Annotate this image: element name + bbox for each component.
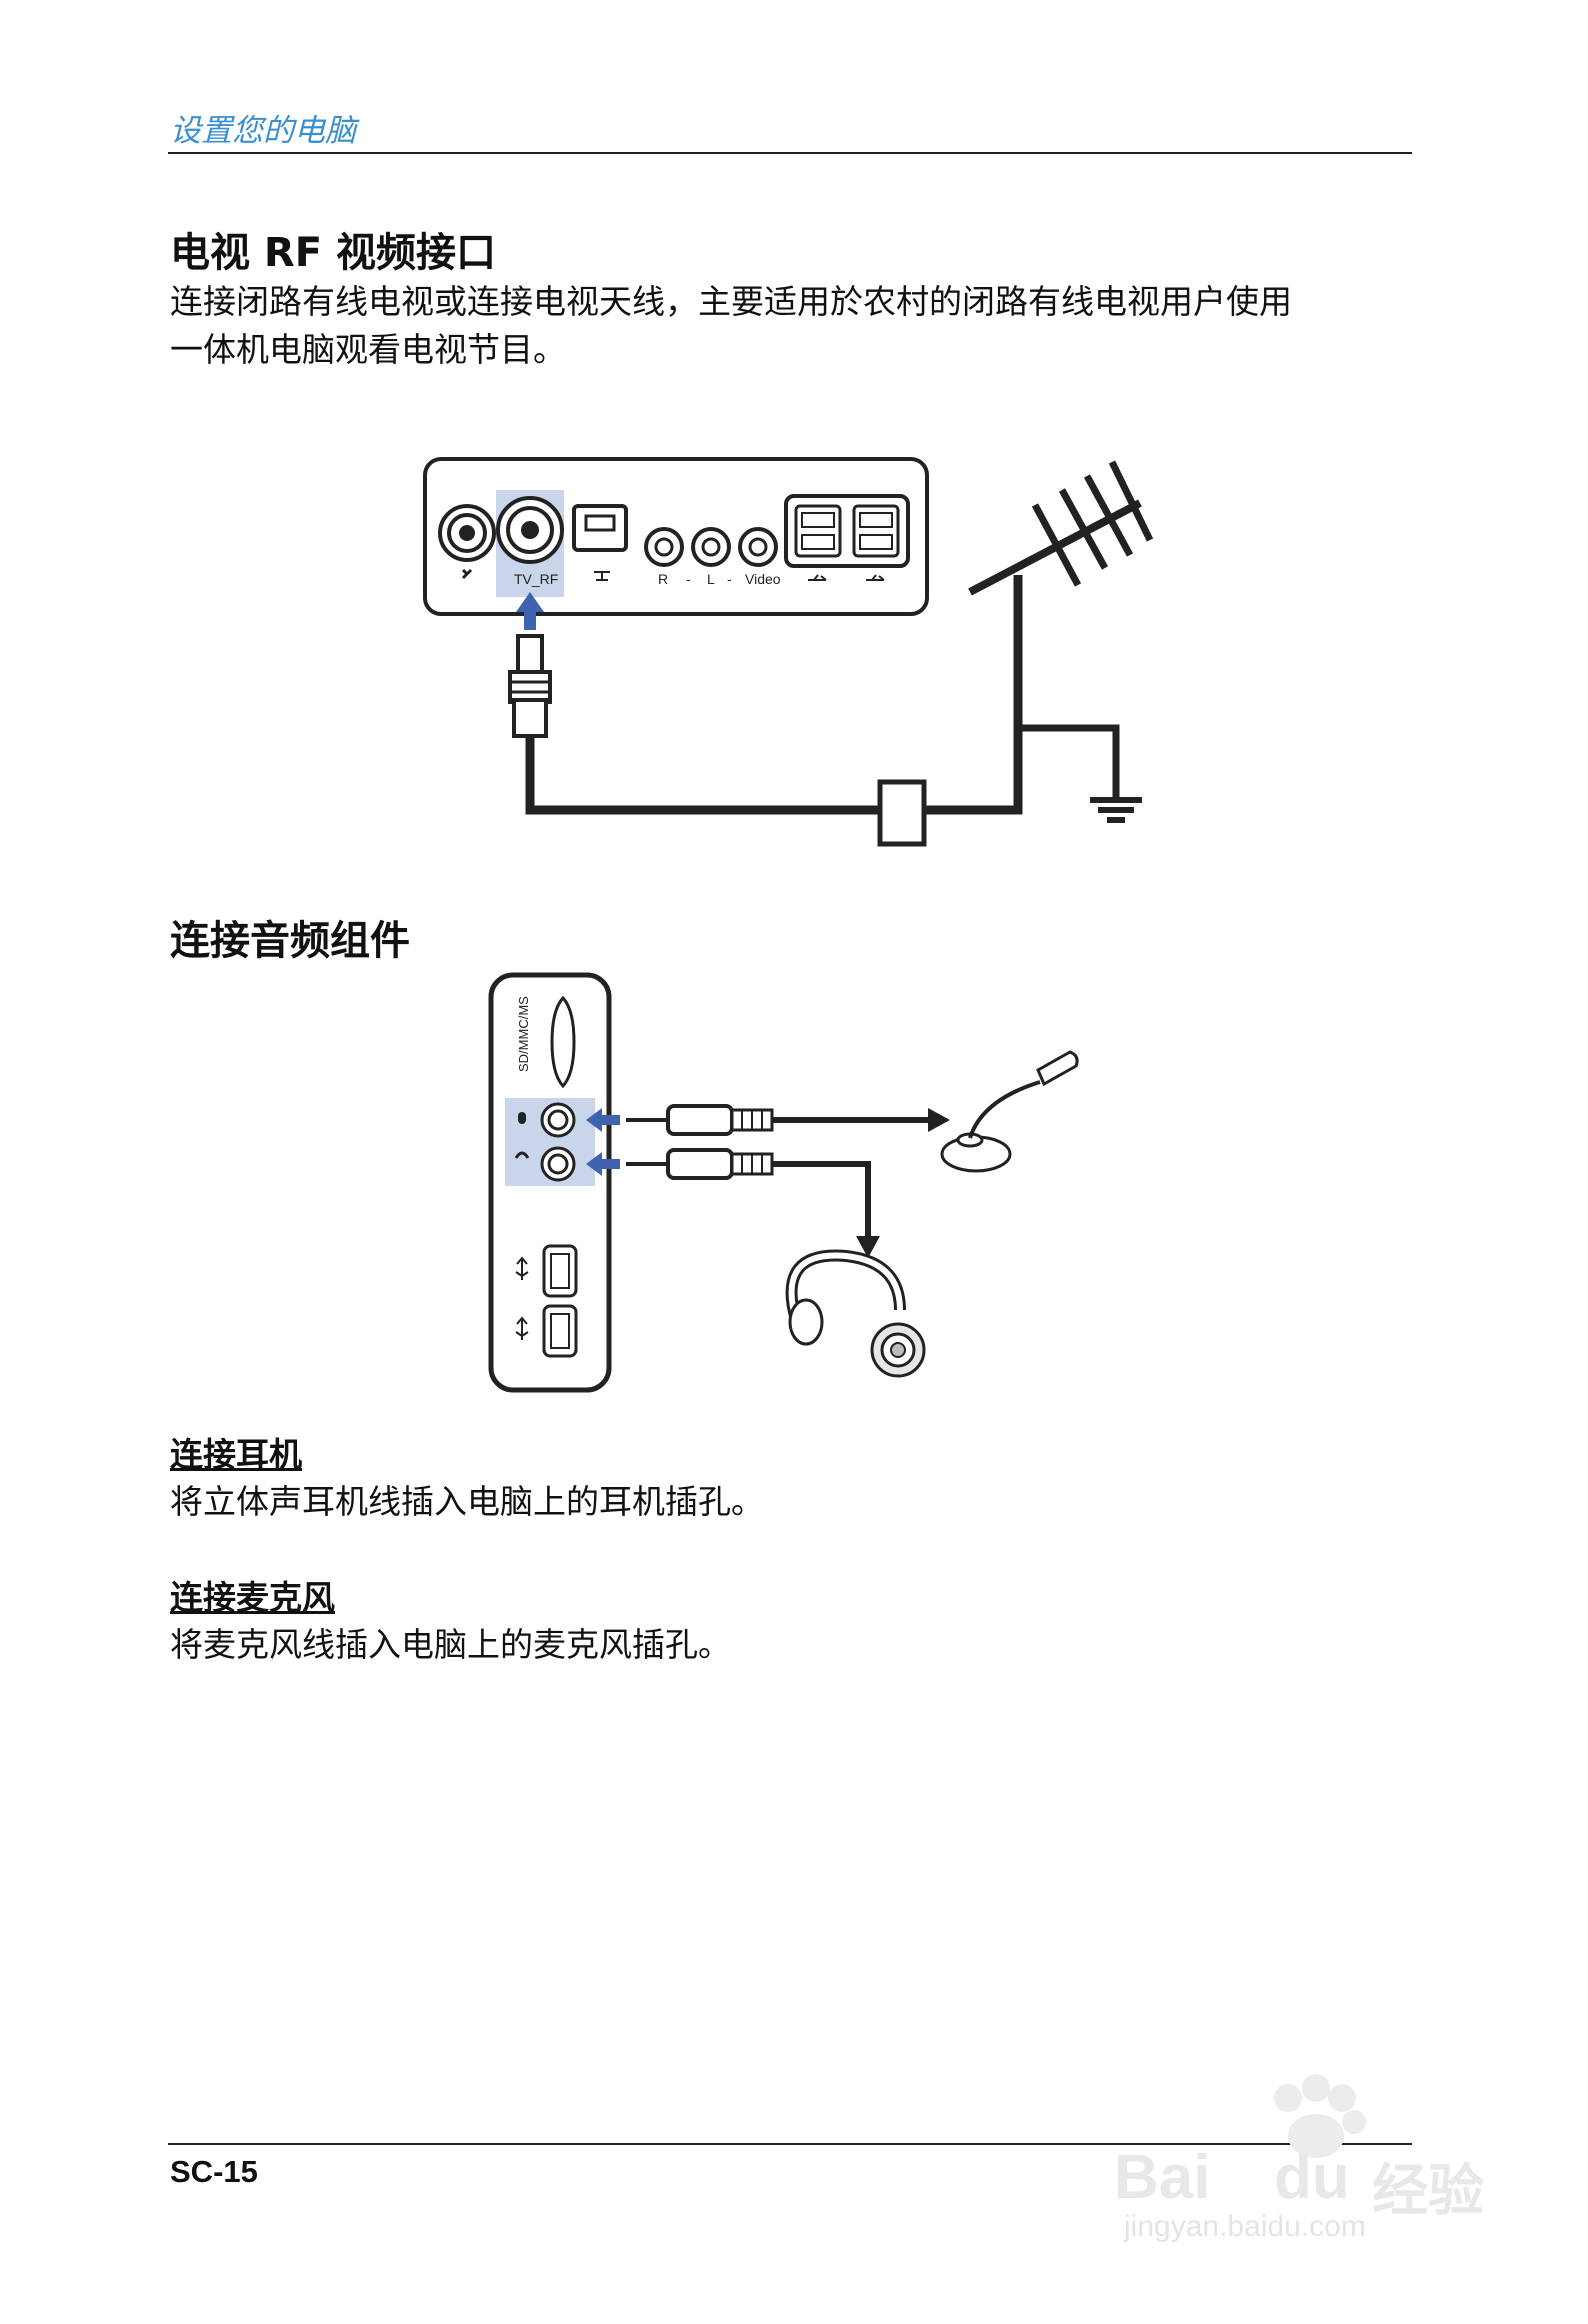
watermark-brand-du: du <box>1274 2143 1350 2212</box>
headphone-arrow-icon <box>586 1152 620 1176</box>
headphone-cable <box>772 1161 871 1240</box>
page-number: SC-15 <box>170 2154 258 2189</box>
mic-plug <box>626 1104 774 1136</box>
watermark-url: jingyan.baidu.com <box>1124 2210 1366 2243</box>
tv-rf-label: TV_RF <box>514 571 558 587</box>
watermark-brand-jingyan: 经验 <box>1372 2159 1484 2224</box>
coax-plug <box>508 634 552 738</box>
mic-instruction: 将麦克风线插入电脑上的麦克风插孔。 <box>170 1625 731 1664</box>
mic-subheading: 连接麦克风 <box>170 1578 335 1617</box>
tv-rf-heading: 电视 RF 视频接口 <box>170 230 496 276</box>
running-header: 设置您的电脑 <box>170 113 356 149</box>
tv-rf-paragraph-line2: 一体机电脑观看电视节目。 <box>170 330 566 369</box>
paw-logo-icon <box>1274 2074 1366 2158</box>
dash-label-2: - <box>727 571 732 587</box>
footer-rule <box>168 2143 1412 2145</box>
mic-cable-arrow-icon <box>928 1108 950 1132</box>
side-panel <box>488 972 612 1393</box>
mic-arrow-icon <box>586 1108 620 1132</box>
insert-arrow-icon <box>516 592 544 630</box>
baidu-watermark: Bai du 经验 jingyan.baidu.com <box>1110 2060 1510 2243</box>
audio-heading: 连接音频组件 <box>170 918 410 964</box>
headphone-plug <box>626 1148 774 1180</box>
dash-label-1: - <box>686 571 691 587</box>
rear-panel <box>423 457 929 616</box>
video-label: Video <box>745 571 781 587</box>
header-rule <box>168 152 1412 154</box>
card-slot-label: SD/MMC/MS <box>516 996 531 1072</box>
l-label: L <box>707 571 715 587</box>
tv-rf-paragraph-line1: 连接闭路有线电视或连接电视天线，主要适用於农村的闭路有线电视用户使用 <box>170 282 1292 321</box>
headphone-instruction: 将立体声耳机线插入电脑上的耳机插孔。 <box>170 1482 764 1521</box>
headphone-subheading: 连接耳机 <box>170 1435 302 1474</box>
antenna-icon <box>968 460 1154 823</box>
watermark-brand: Bai <box>1114 2143 1211 2212</box>
headphones-icon <box>785 1249 926 1378</box>
headphone-cable-arrow-icon <box>856 1236 880 1258</box>
r-label: R <box>658 571 668 587</box>
cable-connector <box>877 779 927 847</box>
microphone-icon <box>940 1050 1079 1173</box>
